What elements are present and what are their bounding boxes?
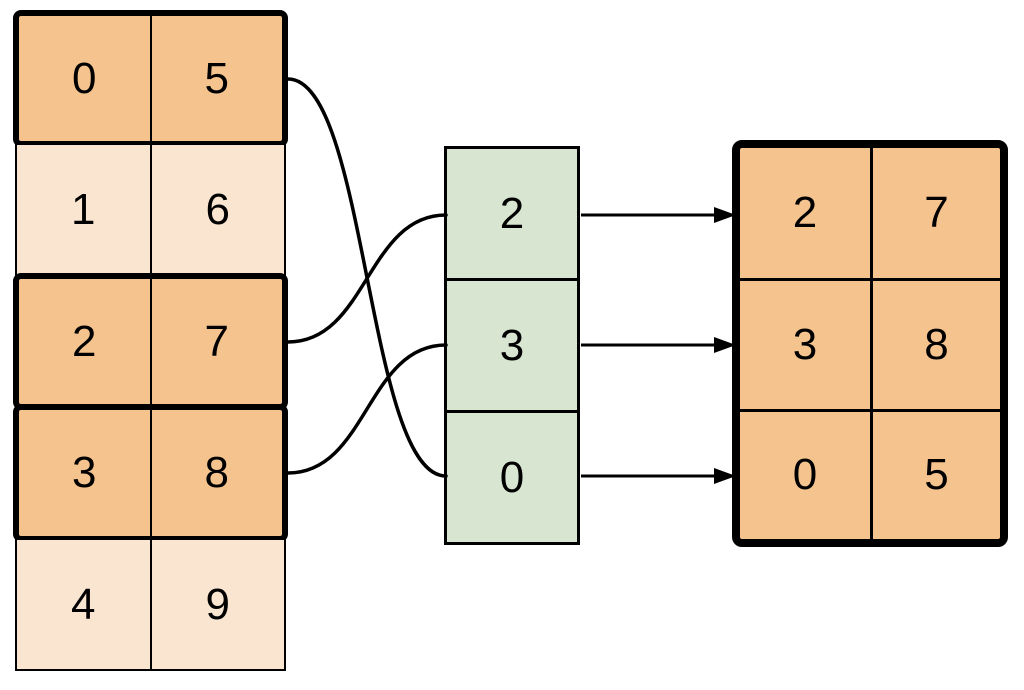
source-row-0: 0 5 (13, 10, 288, 147)
arrow-index-cell1-to-result-row1 (581, 337, 736, 353)
source-row-3: 3 8 (13, 404, 288, 542)
result-cell-2-0: 0 (740, 408, 870, 539)
source-cell-4-1: 9 (205, 579, 230, 629)
curve-source-row0-to-index-cell2 (286, 77, 448, 478)
arrow-index-cell0-to-result-row0 (581, 207, 736, 223)
index-cell-0: 2 (499, 188, 525, 238)
source-cell-1-0: 1 (17, 145, 152, 274)
source-cell-3-1: 8 (204, 448, 229, 497)
curve-source-row2-to-index-cell0 (286, 213, 448, 344)
result-cell-0-0: 2 (792, 188, 818, 238)
result-cell-0-1: 7 (870, 148, 1000, 279)
result-table: 2 7 3 8 0 5 (732, 140, 1008, 547)
source-cell-0-1: 5 (204, 53, 229, 103)
arrow-index-cell2-to-result-row2 (581, 468, 736, 484)
source-cell-2-0: 2 (19, 279, 152, 404)
source-row-4: 4 9 (15, 538, 286, 671)
result-cell-2-1: 5 (870, 408, 1000, 539)
source-row-1: 1 6 (15, 143, 286, 276)
curve-source-row3-to-index-cell1 (286, 343, 448, 475)
source-cell-4-0: 4 (17, 540, 152, 669)
source-cell-2-1: 7 (204, 316, 229, 366)
index-cell-2: 0 (447, 410, 577, 542)
result-cell-1-0: 3 (740, 278, 870, 408)
source-cell-3-0: 3 (19, 410, 152, 536)
index-column: 2 3 0 (444, 146, 580, 545)
index-cell-1: 3 (447, 278, 577, 410)
source-cell-1-1: 6 (205, 184, 230, 234)
source-cell-0-0: 0 (19, 16, 152, 141)
result-cell-1-1: 8 (870, 278, 1000, 409)
source-row-2: 2 7 (13, 273, 288, 410)
